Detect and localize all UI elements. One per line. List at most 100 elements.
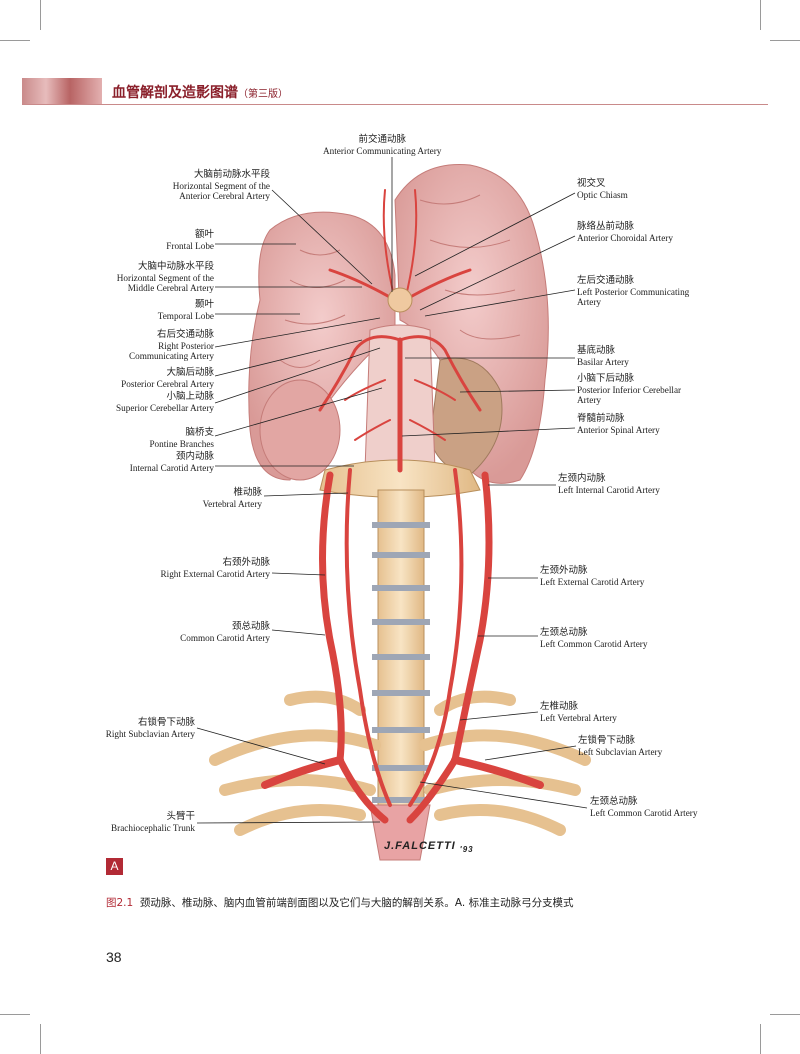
label-en: Left Common Carotid Artery: [540, 638, 648, 649]
label-zh: 小脑上动脉: [166, 391, 214, 402]
crop-mark: [0, 1014, 30, 1015]
label-zh: 大脑中动脉水平段: [137, 261, 214, 272]
artist-signature: J.FALCETTI '93: [384, 840, 474, 854]
crop-mark: [770, 1014, 800, 1015]
label-en: Vertebral Artery: [202, 498, 262, 509]
label-zh: 大脑后动脉: [166, 367, 214, 378]
label-en: Pontine Branches: [149, 438, 214, 449]
label-en: Horizontal Segment of the: [116, 272, 214, 283]
label-zh: 脑桥支: [185, 427, 214, 438]
label-right-external-carotid: 右颈外动脉 Right External Carotid Artery: [130, 557, 270, 579]
label-en: Posterior Cerebral Artery: [121, 378, 214, 389]
label-zh: 左颈内动脉: [558, 473, 606, 484]
crop-mark: [40, 1024, 41, 1054]
label-left-common-carotid: 左颈总动脉 Left Common Carotid Artery: [540, 627, 648, 649]
label-optic-chiasm: 视交叉 Optic Chiasm: [577, 178, 628, 200]
label-zh: 左颈总动脉: [540, 627, 588, 638]
figure-panel-badge: A: [106, 858, 123, 875]
label-zh: 颞叶: [194, 299, 214, 310]
label-en: Artery: [577, 297, 601, 308]
label-left-common-carotid-origin: 左颈总动脉 Left Common Carotid Artery: [590, 796, 698, 818]
label-zh: 左颈外动脉: [540, 565, 588, 576]
label-en: Anterior Spinal Artery: [577, 424, 660, 435]
label-common-carotid: 颈总动脉 Common Carotid Artery: [130, 621, 270, 643]
crop-mark: [760, 0, 761, 30]
leader-lines: [196, 157, 588, 824]
label-en: Brachiocephalic Trunk: [111, 822, 195, 833]
book-title: 血管解剖及造影图谱（第三版）: [112, 82, 288, 102]
spinal-column: [319, 459, 481, 811]
label-anterior-communicating-artery: 前交通动脉 Anterior Communicating Artery: [323, 134, 442, 156]
figure-caption: 图2.1 颈动脉、椎动脉、脑内血管前端剖面图以及它们与大脑的解剖关系。A. 标准…: [106, 895, 574, 910]
label-en: Superior Cerebellar Artery: [116, 402, 214, 413]
label-brachiocephalic-trunk: 头臂干 Brachiocephalic Trunk: [90, 811, 195, 833]
label-zh: 椎动脉: [233, 487, 262, 498]
label-right-subclavian: 右锁骨下动脉 Right Subclavian Artery: [90, 717, 195, 739]
label-zh: 前交通动脉: [358, 134, 406, 145]
caption-figure-number: 图2.1: [106, 897, 134, 909]
label-zh: 左颈总动脉: [590, 796, 638, 807]
label-en: Internal Carotid Artery: [129, 462, 214, 473]
label-zh: 右锁骨下动脉: [137, 717, 195, 728]
crop-mark: [40, 0, 41, 30]
label-en: Optic Chiasm: [577, 189, 628, 200]
label-zh: 视交叉: [577, 178, 606, 189]
label-frontal-lobe: 额叶 Frontal Lobe: [120, 229, 214, 251]
label-en: Left Vertebral Artery: [540, 712, 617, 723]
label-en: Common Carotid Artery: [180, 632, 270, 643]
label-en: Anterior Choroidal Artery: [577, 232, 673, 243]
label-zh: 大脑前动脉水平段: [193, 169, 270, 180]
label-en: Left Posterior Communicating: [577, 286, 690, 297]
header-rule: [22, 104, 768, 105]
label-left-posterior-communicating: 左后交通动脉 Left Posterior Communicating Arte…: [577, 275, 690, 308]
label-zh: 颈内动脉: [175, 451, 214, 462]
label-zh: 左椎动脉: [540, 701, 579, 712]
label-en: Left Common Carotid Artery: [590, 807, 698, 818]
label-en: Frontal Lobe: [166, 240, 214, 251]
label-en: Basilar Artery: [577, 356, 629, 367]
header-image-band: [22, 78, 102, 104]
label-en: Right Subclavian Artery: [105, 728, 195, 739]
label-zh: 额叶: [194, 229, 214, 240]
page-number: 38: [106, 949, 122, 965]
label-aca-horizontal: 大脑前动脉水平段 Horizontal Segment of the Anter…: [150, 169, 270, 202]
label-zh: 颈总动脉: [231, 621, 270, 632]
label-en: Right External Carotid Artery: [160, 568, 270, 579]
label-mca-horizontal: 大脑中动脉水平段 Horizontal Segment of the Middl…: [100, 261, 214, 294]
label-zh: 左后交通动脉: [577, 275, 635, 286]
label-en: Middle Cerebral Artery: [127, 283, 214, 294]
label-posterior-cerebral: 大脑后动脉 Posterior Cerebral Artery: [100, 367, 214, 389]
label-internal-carotid: 颈内动脉 Internal Carotid Artery: [100, 451, 214, 473]
label-superior-cerebellar: 小脑上动脉 Superior Cerebellar Artery: [100, 391, 214, 413]
label-pica: 小脑下后动脉 Posterior Inferior Cerebellar Art…: [577, 373, 681, 406]
label-en: Anterior Cerebral Artery: [179, 191, 270, 202]
label-zh: 头臂干: [166, 811, 195, 822]
label-zh: 小脑下后动脉: [577, 373, 635, 384]
label-temporal-lobe: 颞叶 Temporal Lobe: [120, 299, 214, 321]
label-zh: 脉络丛前动脉: [577, 221, 635, 232]
label-en: Left Subclavian Artery: [578, 746, 663, 757]
label-right-posterior-communicating: 右后交通动脉 Right Posterior Communicating Art…: [100, 329, 214, 362]
arteries: [261, 189, 544, 824]
brain: [248, 163, 549, 484]
label-pontine-branches: 脑桥支 Pontine Branches: [100, 427, 214, 449]
label-zh: 右颈外动脉: [222, 557, 270, 568]
crop-mark: [760, 1024, 761, 1054]
label-zh: 基底动脉: [577, 345, 616, 356]
label-en: Left External Carotid Artery: [540, 576, 645, 587]
label-en: Right Posterior: [158, 340, 214, 351]
optic-chiasm-shape: [387, 287, 413, 313]
crop-mark: [0, 40, 30, 41]
label-left-vertebral: 左椎动脉 Left Vertebral Artery: [540, 701, 617, 723]
signature-year: '93: [459, 845, 474, 855]
label-zh: 脊髓前动脉: [577, 413, 625, 424]
label-en: Left Internal Carotid Artery: [558, 484, 660, 495]
label-en: Horizontal Segment of the: [172, 180, 270, 191]
label-left-subclavian: 左锁骨下动脉 Left Subclavian Artery: [578, 735, 663, 757]
label-en: Artery: [577, 395, 601, 406]
crop-mark: [770, 40, 800, 41]
label-en: Anterior Communicating Artery: [323, 145, 442, 156]
label-anterior-choroidal: 脉络丛前动脉 Anterior Choroidal Artery: [577, 221, 673, 243]
label-zh: 右后交通动脉: [156, 329, 214, 340]
